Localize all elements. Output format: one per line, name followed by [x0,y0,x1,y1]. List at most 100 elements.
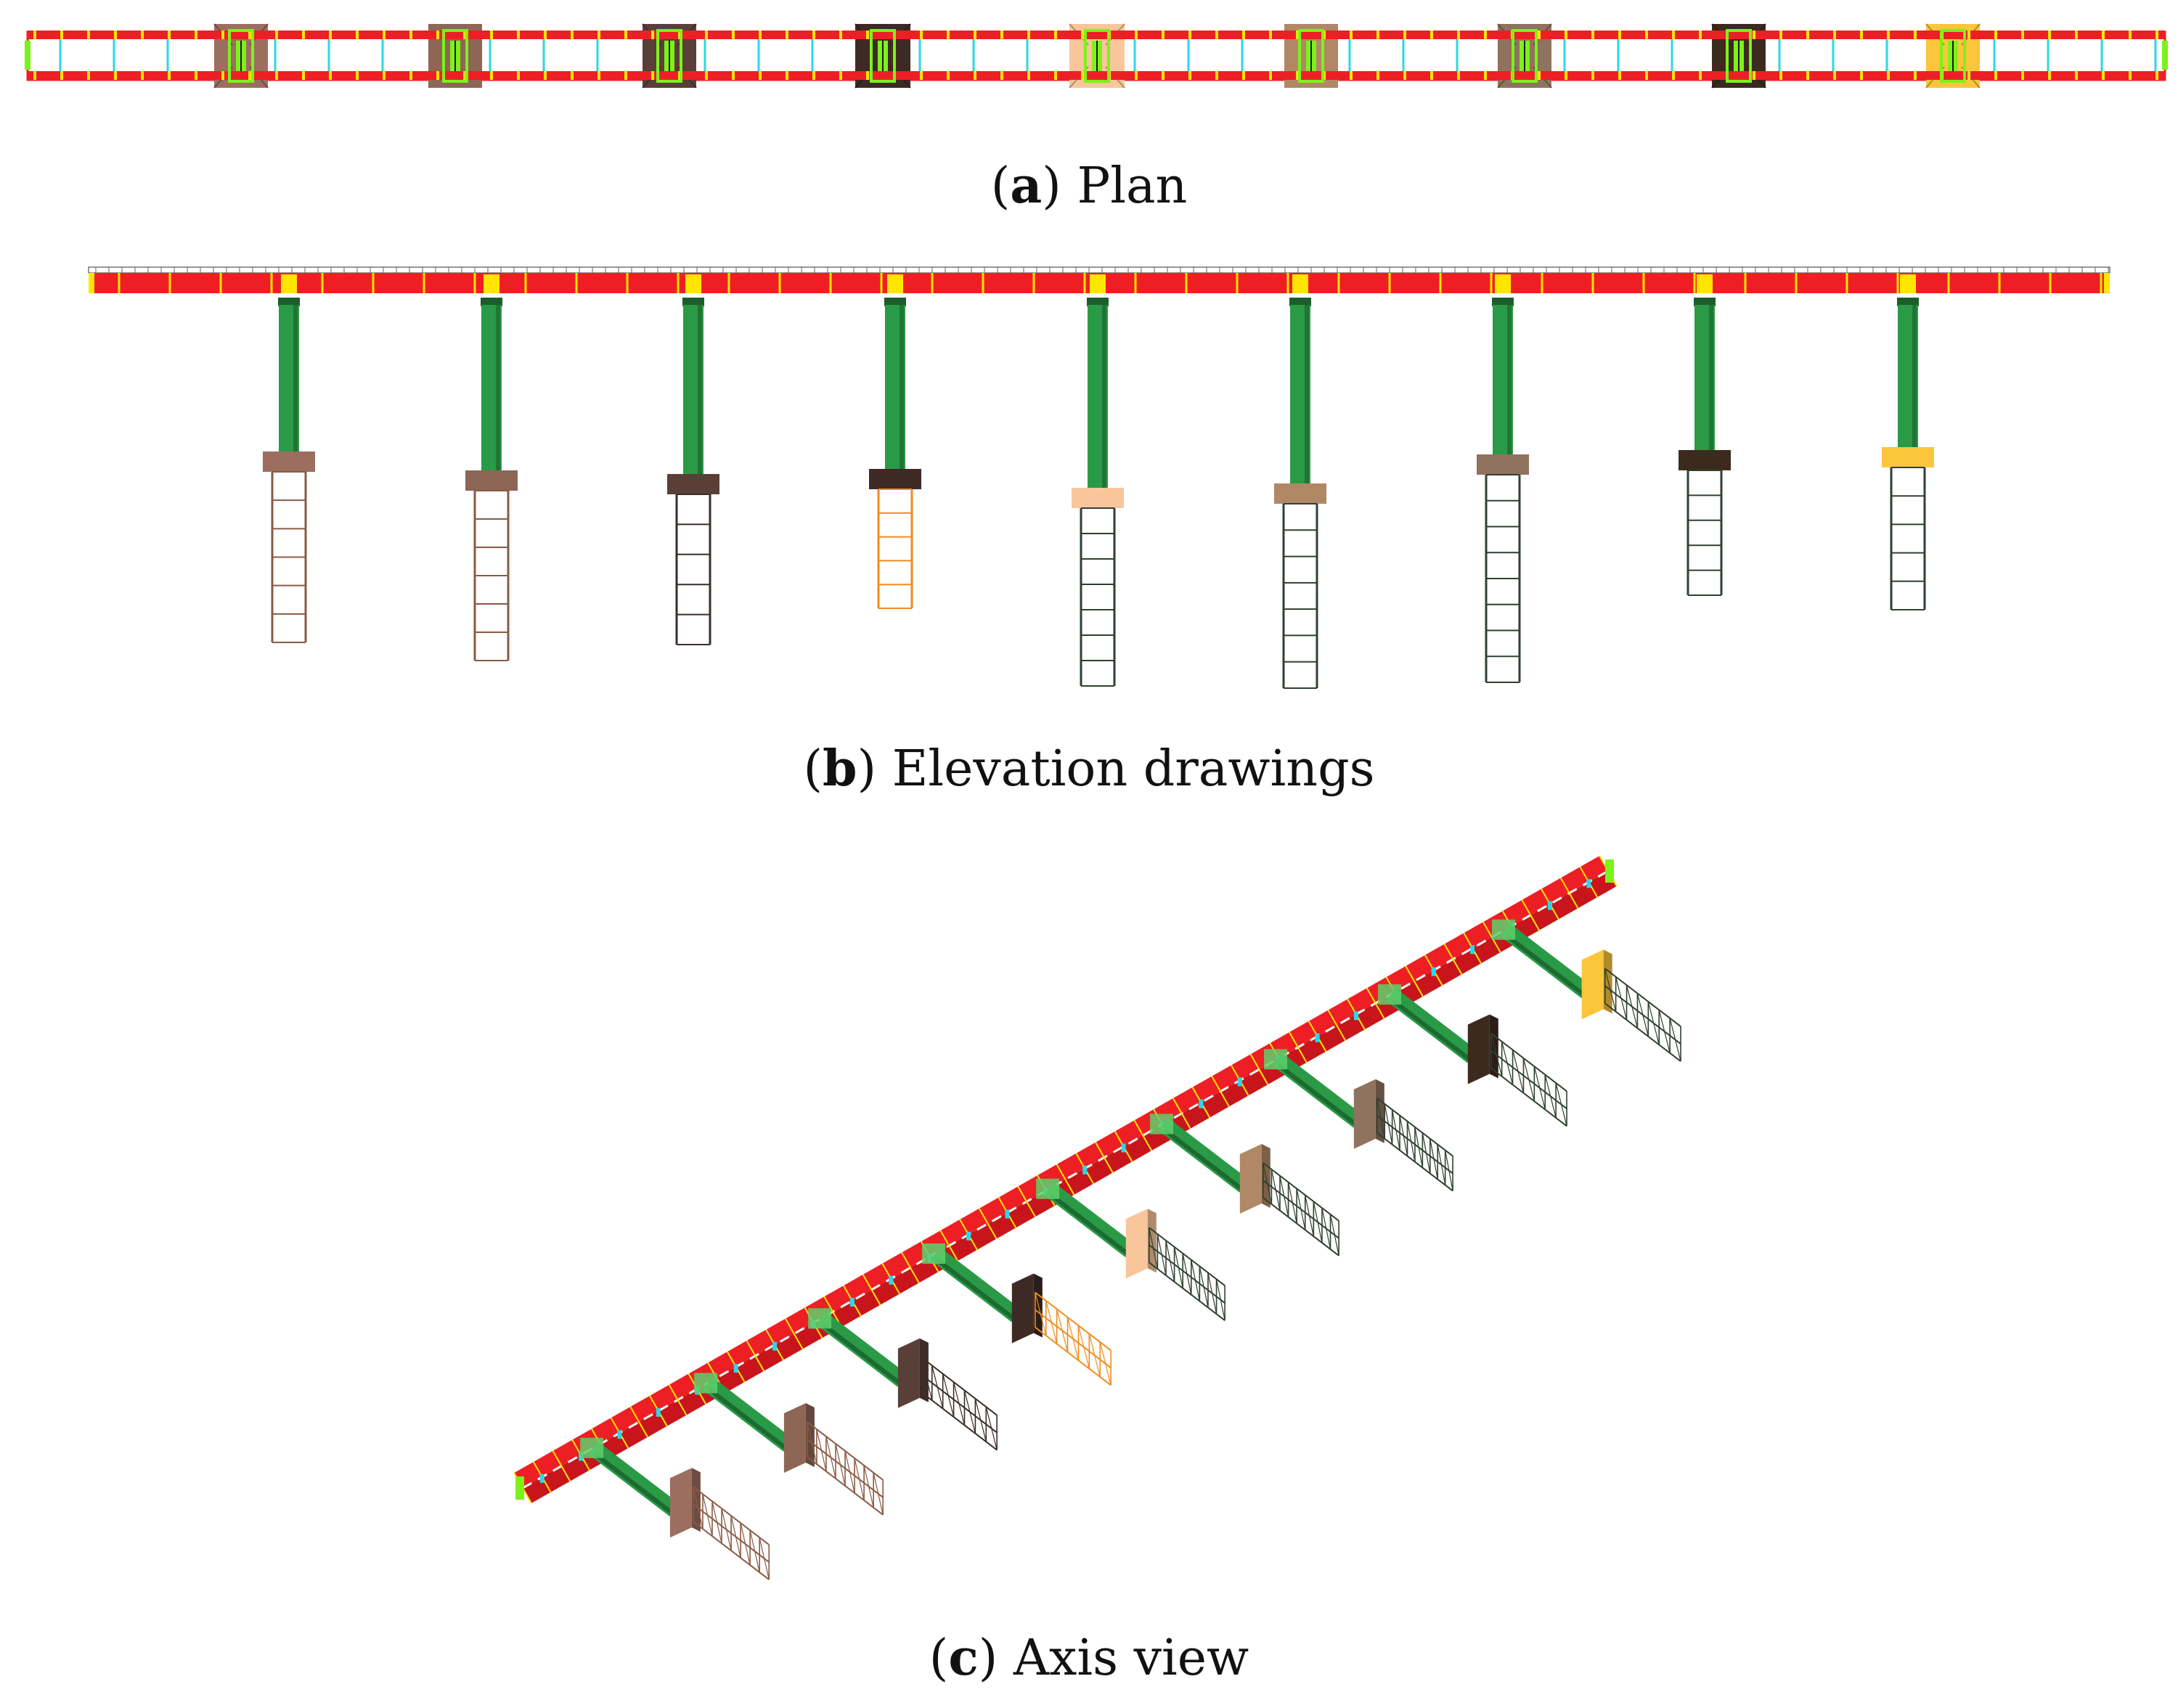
axis-diaphragm [1431,967,1436,976]
axis-bearing [922,1243,946,1264]
plan-girder-tick [1753,71,1755,80]
plan-girder-tick [812,71,815,80]
elev-pier-column-shade [698,305,702,474]
plan-girder-tick [920,71,923,80]
axis-pile-brace [1088,1333,1101,1378]
plan-girder-tick [1914,30,1917,39]
plan-girder-tick [705,30,708,39]
plan-girder-tick [463,71,466,80]
axis-bearing [1491,919,1515,940]
plan-view [25,23,2168,89]
axis-pile-brace [1199,1266,1209,1308]
elev-pile-cap [465,470,518,491]
axis-pile-brace [873,1472,884,1515]
plan-girder-tick [1699,30,1702,39]
elev-bearing [281,274,297,293]
axis-pile-brace [1626,984,1639,1029]
plan-bearing-frame [228,29,254,83]
plan-girder-tick [302,30,305,39]
plan-girder-tick [1135,30,1138,39]
axis-girder-tick [1017,1185,1036,1217]
plan-bearing-frame [1940,29,1966,83]
plan-girder-tick [1376,71,1379,80]
axis-girder-tick [1366,987,1385,1019]
axis-pier-column [1386,988,1477,1063]
plan-girder-tick [33,71,36,80]
axis-pile-brace [1384,1103,1393,1145]
plan-girder [28,30,2165,39]
axis-pile-brace [711,1501,722,1544]
axis-abutment-left [515,1476,524,1500]
axis-girder-tick [978,1208,998,1240]
axis-girder-tick [1172,1098,1191,1129]
elevation-view [88,266,2110,689]
plan-girder-tick [221,30,224,39]
axis-pile-brace [974,1398,987,1442]
axis-pile-brace [759,1537,770,1580]
plan-girder-tick [1269,30,1272,39]
axis-pile [921,1391,998,1451]
axis-pile [1490,1032,1567,1092]
plan-abutment-left [25,41,30,70]
plan-girder-tick [1967,30,1970,39]
axis-pile-brace [1056,1309,1069,1352]
plan-girder-tick [356,30,359,39]
elev-pier-column-shade [1709,305,1713,450]
plan-girder-tick [1645,30,1648,39]
axis-pile-brace [1207,1272,1218,1315]
axis-girder-tick [1056,1164,1075,1196]
axis-diaphragm [889,1275,894,1285]
plan-abutment-right [2162,41,2168,70]
caption-elevation: (b) Elevation drawings [803,740,1375,798]
plan-girder-tick [2102,71,2105,80]
axis-pile-brace [1296,1188,1306,1230]
axis-pile-brace [1279,1175,1289,1217]
axis-pile-brace [1669,1018,1681,1062]
plan-girder-tick [1430,71,1433,80]
plan-girder-tick [436,71,439,80]
plan-girder-tick [544,30,547,39]
axis-girder-tick [1327,1010,1346,1041]
plan-girder-tick [1054,30,1057,39]
axis-bearing [1036,1178,1060,1199]
axis-view [513,855,1681,1580]
axis-pile-brace [1512,1050,1525,1093]
axis-pier-column-shade [935,1257,1019,1323]
plan-bearing-frame [656,29,682,83]
plan-girder-tick [1779,71,1782,80]
elev-bearing [887,274,903,293]
plan-girder-tick [248,71,251,80]
axis-pile-cap [897,1338,920,1408]
axis-girder-tick [1559,877,1579,909]
plan-girder-tick [1565,30,1567,39]
plan-bearing-frame [442,29,468,83]
axis-pile-cap [1011,1273,1034,1344]
axis-pile-brace [1636,993,1649,1037]
elev-pile-cap [869,469,921,489]
caption-axis-text: Axis view [1013,1630,1249,1687]
plan-bearing-frame [870,29,896,83]
elev-pier-column-shade [293,305,298,451]
plan-girder-tick [1591,30,1594,39]
plan-girder-tick [87,30,90,39]
plan-girder-tick [571,71,574,80]
axis-pier-column [1500,923,1591,998]
plan-girder-tick [168,30,171,39]
plan-girder-tick [2075,71,2078,80]
plan-girder-tick [2155,71,2158,80]
axis-pile-brace [835,1443,846,1487]
plan-girder-tick [1833,71,1836,80]
plan-girder-tick [2021,71,2024,80]
plan-girder-tick [1135,71,1138,80]
plan-girder-tick [302,71,305,80]
axis-pile-brace [844,1450,855,1494]
elev-pier-column-shade [900,305,904,469]
axis-girder-tick [785,1318,804,1349]
elev-column-top [884,298,906,306]
axis-pier-column-shade [593,1452,677,1518]
axis-pile-brace [825,1436,836,1479]
plan-girder-tick [2075,30,2078,39]
plan-girder-tick [490,71,493,80]
plan-girder-tick [1215,71,1218,80]
plan-girder-tick [759,30,762,39]
